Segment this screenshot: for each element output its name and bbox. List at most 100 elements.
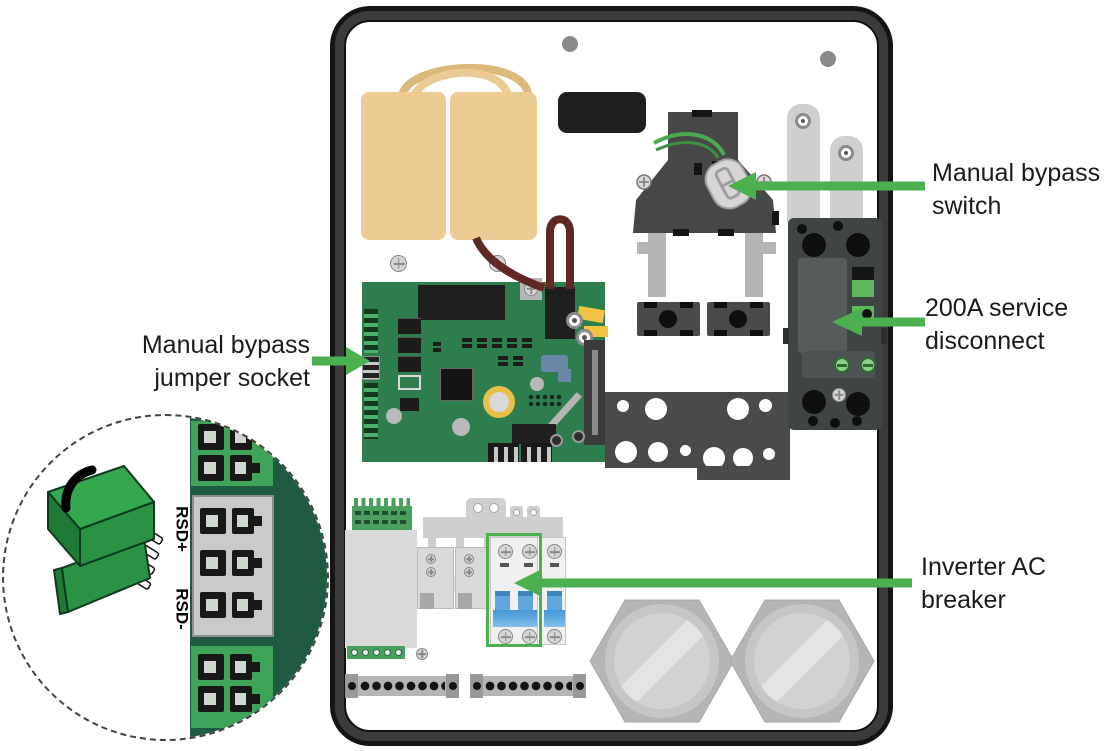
comb-lug <box>466 498 506 520</box>
smd-component <box>498 356 508 366</box>
block-tab <box>644 302 657 308</box>
smd-component <box>433 342 441 352</box>
smd-component <box>513 356 523 366</box>
plate-hole <box>645 398 667 420</box>
screw <box>832 388 846 402</box>
smd-component <box>522 338 532 348</box>
rsd-plus-label: RSD+ <box>173 506 192 552</box>
block-hole <box>729 310 747 328</box>
terminal-screw <box>351 649 358 656</box>
ic-chip <box>398 356 421 372</box>
terminal-block <box>637 302 700 336</box>
blue-connector <box>558 369 571 382</box>
terminal-block <box>707 302 770 336</box>
block-hole <box>659 310 677 328</box>
cable-gland <box>589 599 735 723</box>
breaker-dot <box>846 233 870 257</box>
black-module <box>558 92 646 133</box>
rsd-minus-label: RSD- <box>173 588 192 630</box>
transformer <box>450 92 537 240</box>
jumper-mark <box>61 465 97 513</box>
breaker-dot <box>833 221 843 231</box>
ic-chip <box>398 337 421 353</box>
screw <box>547 629 562 644</box>
plate-hole <box>615 441 637 463</box>
breaker-mark <box>500 563 509 567</box>
jumper-plug <box>47 465 164 615</box>
plate-hole <box>648 442 668 462</box>
lug-hole <box>489 503 499 513</box>
power-supply-module <box>345 530 417 648</box>
bar-end <box>446 674 459 698</box>
plate-hole <box>617 400 629 412</box>
plate-hole <box>727 398 749 420</box>
breaker-mark <box>524 563 533 567</box>
terminal-screw <box>362 649 369 656</box>
screw <box>390 255 407 272</box>
qfp-chip <box>440 368 473 401</box>
pcb-connector <box>521 443 552 462</box>
control-pcb <box>362 278 608 462</box>
single-pole-breaker <box>541 537 566 645</box>
breaker-latch <box>852 306 874 321</box>
breaker-dot <box>797 224 807 234</box>
screw <box>426 554 436 564</box>
mount-hole <box>550 434 563 447</box>
busbar-strap <box>787 104 820 222</box>
block-tab <box>750 330 763 336</box>
breaker-handle-black <box>852 267 874 280</box>
screw <box>464 554 474 564</box>
breaker-handle-green <box>852 280 874 297</box>
block-tab <box>680 302 693 308</box>
ic-chip <box>400 398 419 411</box>
ground-bar <box>345 674 459 698</box>
block-tab <box>714 330 727 336</box>
screw <box>522 544 537 559</box>
screw <box>426 567 436 577</box>
callout-label-inverter-breaker: Inverter AC breaker <box>921 553 1047 614</box>
psu-terminal-strip <box>347 646 405 659</box>
plate-hole <box>733 448 753 468</box>
breaker-dot <box>808 416 818 426</box>
screw <box>522 629 537 644</box>
bar-end <box>345 674 358 698</box>
block-tab <box>750 302 763 308</box>
breaker-toggle-base <box>544 610 565 627</box>
plate-hole <box>680 445 691 456</box>
smd-component <box>462 338 472 348</box>
breaker-lug-panel <box>802 351 876 378</box>
bar-terminals <box>484 681 572 691</box>
cable-gland <box>729 599 875 723</box>
breaker-toggle <box>547 591 562 610</box>
capacitor <box>386 408 402 424</box>
screw <box>498 544 513 559</box>
contactor <box>417 547 454 609</box>
manual-bypass-switch <box>633 110 779 297</box>
side-tab <box>881 328 887 344</box>
breaker-toggle-base <box>493 610 537 627</box>
capacitor <box>452 418 470 436</box>
ic-chip <box>398 318 421 334</box>
plate-hole <box>759 399 772 412</box>
contactor-foot <box>458 593 472 609</box>
screw <box>416 648 428 660</box>
pin-grid <box>528 394 562 408</box>
breaker-face-panel <box>798 258 847 353</box>
busbar-plate-extension <box>697 466 790 480</box>
plate-hole <box>763 448 775 460</box>
mounting-hole <box>820 51 836 67</box>
switch-legs <box>637 233 776 297</box>
breaker-highlight-box <box>486 533 542 647</box>
ic-socket-outline <box>398 375 421 390</box>
contactor-foot <box>420 593 434 609</box>
breaker-dot <box>802 390 826 414</box>
terminal-block <box>363 308 379 354</box>
smd-component <box>477 338 487 348</box>
callout-label-service-disconnect: 200A service disconnect <box>925 294 1069 355</box>
terminal-screw <box>373 649 380 656</box>
standoff-slot <box>592 350 598 435</box>
pcb-connector <box>488 443 519 462</box>
callout-label-bypass-switch: Manual bypass switch <box>932 159 1101 220</box>
breaker-dot <box>846 392 870 416</box>
